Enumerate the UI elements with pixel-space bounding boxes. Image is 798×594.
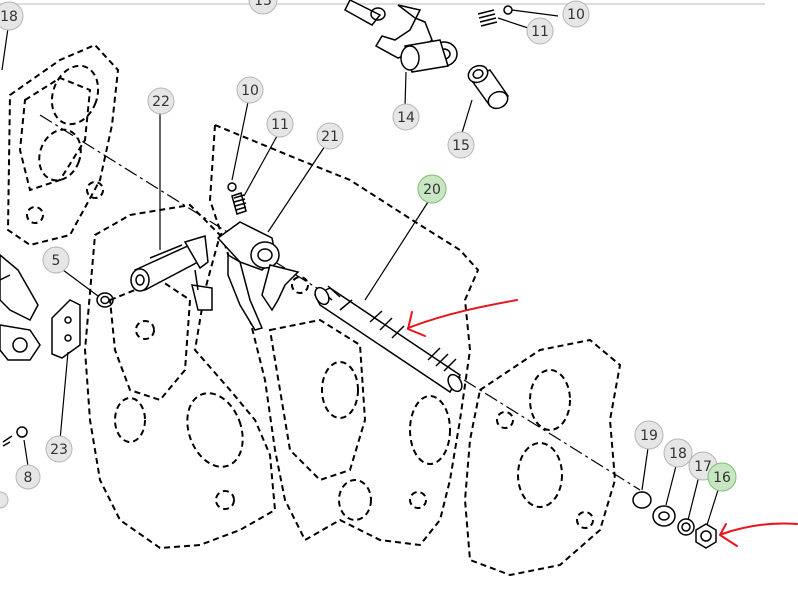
svg-text:20: 20 xyxy=(423,182,441,198)
callout-18: 18 xyxy=(663,438,693,468)
svg-text:8: 8 xyxy=(24,470,33,486)
callout-8: 8 xyxy=(15,464,41,490)
washer-part-17 xyxy=(677,518,695,536)
callout-22: 22 xyxy=(147,87,175,115)
callout-18: 18 xyxy=(0,1,24,31)
svg-text:22: 22 xyxy=(152,94,170,110)
nut-part-8 xyxy=(2,426,28,447)
svg-text:15: 15 xyxy=(452,138,470,154)
callout-group: 18 13 11 10 14 15 22 10 11 21 20 5 23 8 … xyxy=(0,0,737,492)
washer-part-18 xyxy=(652,505,676,527)
svg-text:14: 14 xyxy=(397,110,415,126)
detent-spring-top xyxy=(477,5,513,27)
callout-23: 23 xyxy=(45,435,73,463)
svg-text:18: 18 xyxy=(669,446,687,462)
callout-11: 11 xyxy=(526,17,554,45)
upper-fork-part-14 xyxy=(344,0,458,73)
lever-assembly-left xyxy=(0,254,41,361)
shift-fork-part-21 xyxy=(216,221,300,331)
svg-text:21: 21 xyxy=(321,129,339,145)
callout-5: 5 xyxy=(42,246,70,274)
svg-text:18: 18 xyxy=(0,9,18,25)
svg-text:17: 17 xyxy=(694,459,712,475)
leader-lines xyxy=(1,9,719,526)
callout-10: 10 xyxy=(562,0,590,28)
callout-10: 10 xyxy=(236,76,264,104)
o-ring-part-5 xyxy=(96,292,114,308)
o-ring-part-19 xyxy=(632,491,652,509)
callout-15: 15 xyxy=(447,131,475,159)
callout-21: 21 xyxy=(316,122,344,150)
housing-center-case xyxy=(208,123,480,547)
svg-text:5: 5 xyxy=(52,253,61,269)
callout-14: 14 xyxy=(392,103,420,131)
svg-text:11: 11 xyxy=(531,24,549,40)
nut-part-16 xyxy=(695,523,717,549)
svg-text:13: 13 xyxy=(254,0,272,9)
svg-text:10: 10 xyxy=(241,83,259,99)
housing-main-body xyxy=(83,203,277,550)
svg-text:19: 19 xyxy=(640,428,658,444)
svg-text:10: 10 xyxy=(567,7,585,23)
housing-upper-left xyxy=(6,43,120,247)
callout-partial-edge xyxy=(0,491,9,509)
annotation-arrow-nut xyxy=(719,522,798,547)
callout-16: 16 xyxy=(707,462,737,492)
svg-text:11: 11 xyxy=(271,117,289,133)
callout-20: 20 xyxy=(417,174,447,204)
plate-part-23 xyxy=(51,299,81,359)
svg-text:23: 23 xyxy=(50,442,68,458)
housing-right-cover xyxy=(463,338,622,577)
annotation-arrow-shaft xyxy=(407,299,518,337)
detent-spring-mid xyxy=(227,182,247,215)
svg-text:16: 16 xyxy=(713,470,731,486)
shift-shaft-part-22 xyxy=(130,235,213,311)
callout-19: 19 xyxy=(634,420,664,450)
shaft-part-20 xyxy=(313,285,463,394)
callout-13: 13 xyxy=(248,0,278,15)
callout-11: 11 xyxy=(266,110,294,138)
bushing-part-15 xyxy=(467,64,510,110)
